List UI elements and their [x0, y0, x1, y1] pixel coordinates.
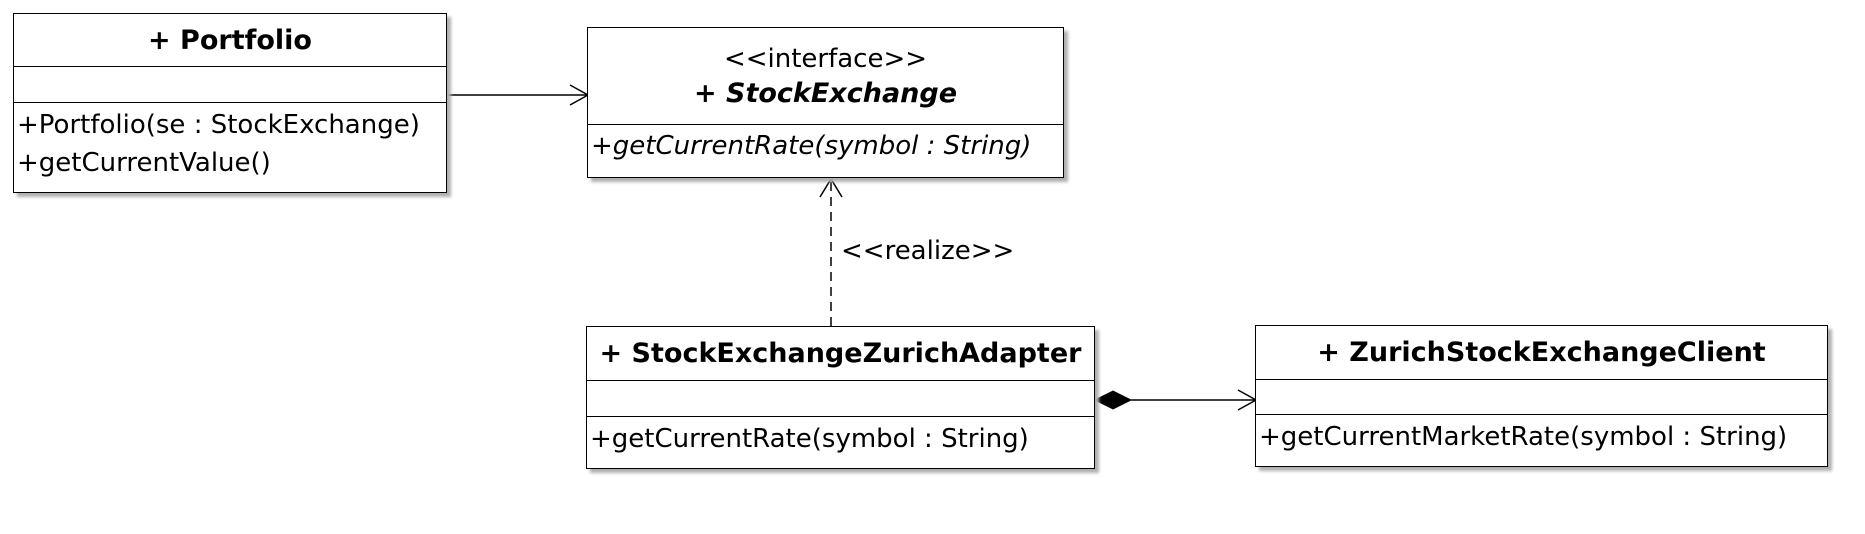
operations-compartment: +Portfolio(se : StockExchange) +getCurre…: [14, 103, 446, 182]
class-zurichstockexchangeclient[interactable]: + ZurichStockExchangeClient +getCurrentM…: [1255, 325, 1828, 467]
class-header: + ZurichStockExchangeClient: [1256, 326, 1827, 380]
open-arrowhead: [819, 177, 843, 198]
composition-diamond: [1093, 390, 1133, 410]
operation: +getCurrentRate(symbol : String): [590, 424, 1029, 454]
class-header: + Portfolio: [14, 14, 446, 67]
class-portfolio[interactable]: + Portfolio +Portfolio(se : StockExchang…: [13, 13, 447, 193]
realization-adapter-stockexchange: [819, 177, 843, 326]
operation: +getCurrentValue(): [17, 148, 271, 178]
class-name: + StockExchange: [693, 77, 958, 109]
operations-compartment: +getCurrentMarketRate(symbol : String): [1256, 415, 1827, 456]
association-portfolio-stockexchange: [447, 84, 590, 106]
stereotype-label: <<interface>>: [723, 43, 928, 74]
operation: +getCurrentMarketRate(symbol : String): [1259, 422, 1788, 452]
composition-adapter-client: [1093, 389, 1258, 411]
operation: +getCurrentRate(symbol : String): [591, 131, 1032, 161]
operation: +Portfolio(se : StockExchange): [17, 110, 420, 140]
operations-compartment: +getCurrentRate(symbol : String): [588, 125, 1063, 165]
class-name: + StockExchangeZurichAdapter: [599, 338, 1082, 369]
attributes-compartment: [1256, 380, 1827, 415]
class-name: + Portfolio: [148, 24, 312, 56]
attributes-compartment: [587, 381, 1094, 417]
class-header: + StockExchangeZurichAdapter: [587, 327, 1094, 381]
interface-stockexchange[interactable]: <<interface>> + StockExchange +getCurren…: [587, 27, 1064, 178]
attributes-compartment: [14, 67, 446, 103]
class-name: + ZurichStockExchangeClient: [1317, 337, 1766, 368]
realize-label: <<realize>>: [841, 236, 1015, 266]
class-stockexchangezurichadapter[interactable]: + StockExchangeZurichAdapter +getCurrent…: [586, 326, 1095, 469]
operations-compartment: +getCurrentRate(symbol : String): [587, 417, 1094, 458]
class-header: <<interface>> + StockExchange: [588, 28, 1063, 125]
